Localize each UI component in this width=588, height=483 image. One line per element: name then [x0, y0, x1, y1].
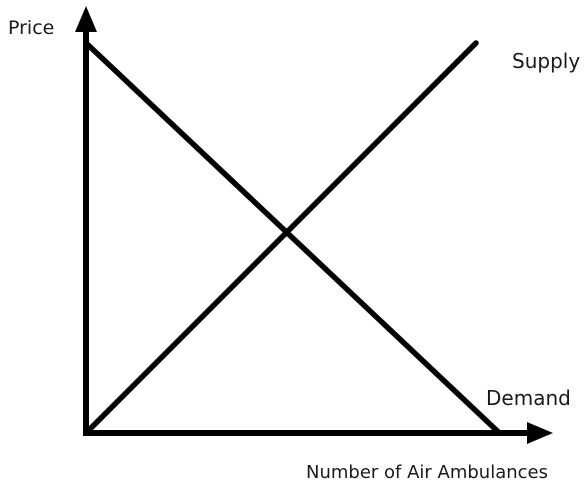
demand-curve	[83, 40, 503, 436]
y-axis-label: Price	[8, 17, 54, 39]
demand-label: Demand	[486, 386, 571, 410]
x-axis-label: Number of Air Ambulances	[306, 462, 548, 483]
x-axis-arrowhead	[527, 422, 553, 444]
supply-curve	[83, 40, 479, 436]
y-axis-arrowhead	[75, 6, 97, 32]
supply-label: Supply	[512, 49, 580, 73]
